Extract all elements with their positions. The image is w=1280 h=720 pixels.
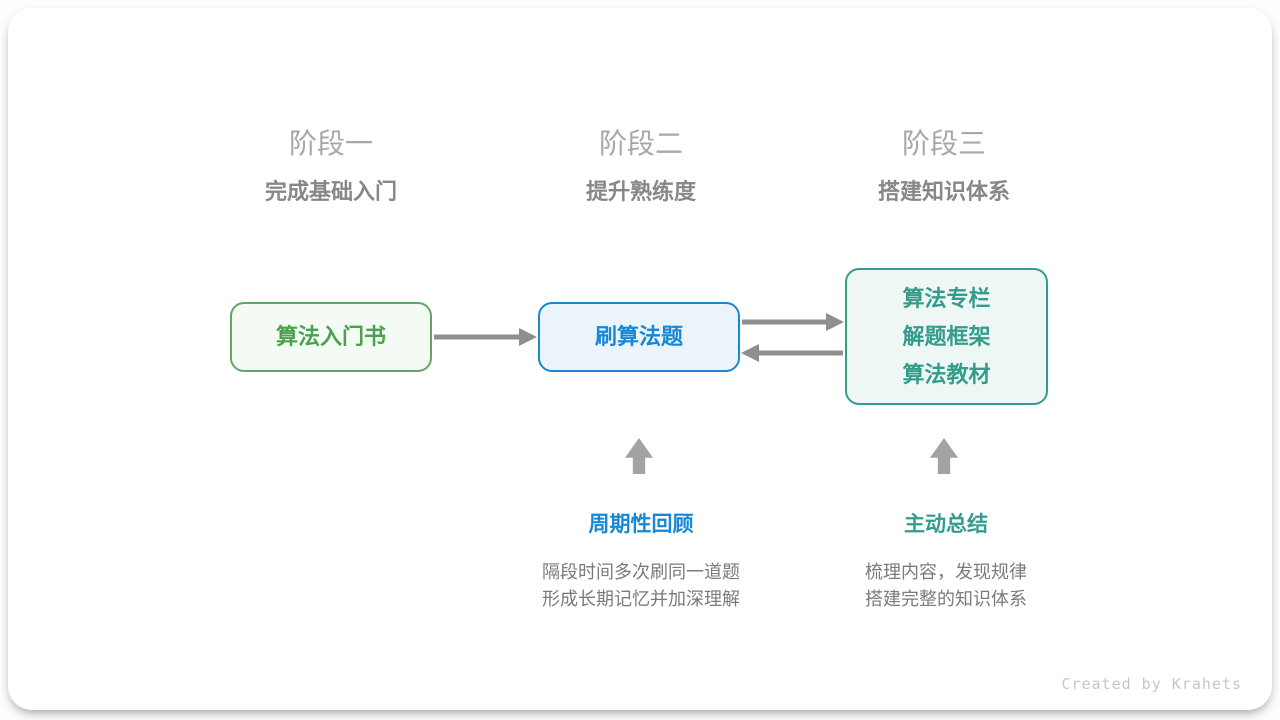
credit-text: Created by Krahets xyxy=(1061,675,1242,693)
node-algorithm-intro-book: 算法入门书 xyxy=(230,302,432,372)
desc-line: 梳理内容，发现规律 xyxy=(865,562,1027,582)
note-active-summary-label: 主动总结 xyxy=(904,513,988,536)
stage-1-subtitle: 完成基础入门 xyxy=(264,179,398,204)
node-line: 算法教材 xyxy=(902,361,991,387)
note-periodic-review-desc: 隔段时间多次刷同一道题 形成长期记忆并加深理解 xyxy=(542,559,740,613)
note-periodic-review-label: 周期性回顾 xyxy=(588,513,694,536)
stage-3-subtitle: 搭建知识体系 xyxy=(877,179,1011,204)
node-practice-problems: 刷算法题 xyxy=(538,302,740,372)
stage-1-title: 阶段一 xyxy=(288,128,374,159)
stage-2-subtitle: 提升熟练度 xyxy=(585,179,697,204)
node-line: 刷算法题 xyxy=(594,324,683,349)
desc-line: 形成长期记忆并加深理解 xyxy=(542,589,740,609)
node-line: 算法专栏 xyxy=(902,285,991,311)
stage-3-title: 阶段三 xyxy=(901,128,987,159)
desc-line: 隔段时间多次刷同一道题 xyxy=(542,562,740,582)
node-knowledge-resources: 算法专栏 解题框架 算法教材 xyxy=(845,268,1048,405)
node-line: 算法入门书 xyxy=(275,324,386,349)
note-active-summary-desc: 梳理内容，发现规律 搭建完整的知识体系 xyxy=(865,559,1027,613)
stage-2-title: 阶段二 xyxy=(598,128,684,159)
node-line: 解题框架 xyxy=(902,323,991,349)
desc-line: 搭建完整的知识体系 xyxy=(865,589,1027,609)
